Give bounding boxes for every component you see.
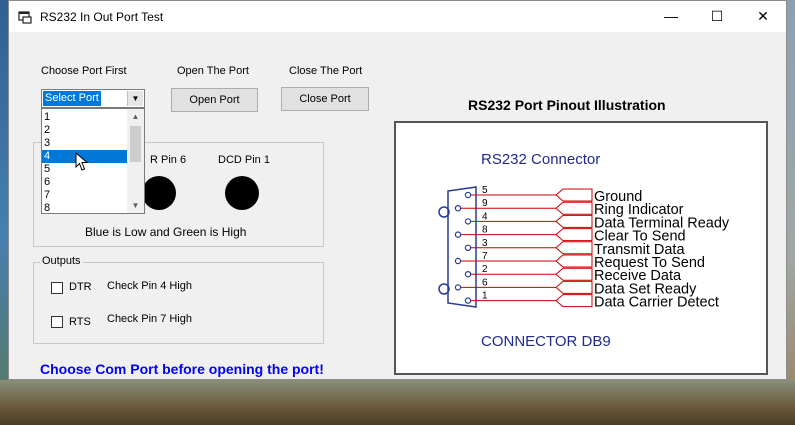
pin-number: 3 bbox=[482, 238, 488, 249]
port-option[interactable]: 3 bbox=[44, 137, 51, 149]
ri-indicator-led bbox=[142, 176, 176, 210]
minimize-button[interactable]: — bbox=[664, 8, 678, 24]
port-option[interactable]: 6 bbox=[44, 176, 51, 188]
rts-description: Check Pin 7 High bbox=[107, 313, 192, 325]
inputs-group: R Pin 6 DCD Pin 1 Blue is Low and Green … bbox=[33, 142, 324, 247]
pin-number: 5 bbox=[482, 185, 488, 196]
app-window: RS232 In Out Port Test — ☐ ✕ Choose Port… bbox=[8, 0, 787, 380]
outputs-group: Outputs DTR Check Pin 4 High RTS Check P… bbox=[33, 255, 324, 344]
pin-number: 9 bbox=[482, 198, 488, 209]
pin-number: 8 bbox=[482, 225, 488, 236]
pin-number: 4 bbox=[482, 211, 488, 222]
scrollbar-thumb[interactable] bbox=[130, 126, 141, 162]
rts-checkbox[interactable] bbox=[51, 316, 63, 328]
close-window-button[interactable]: ✕ bbox=[757, 8, 769, 24]
open-port-label: Open The Port bbox=[177, 65, 249, 77]
dropdown-scrollbar[interactable]: ▲ ▼ bbox=[127, 109, 144, 213]
status-hint: Choose Com Port before opening the port! bbox=[40, 361, 324, 377]
pinout-title: RS232 Port Pinout Illustration bbox=[468, 97, 666, 113]
pin-lead bbox=[555, 201, 593, 215]
pin-contact bbox=[464, 244, 472, 252]
pin-lead bbox=[555, 188, 593, 202]
pin-signal-label: Clear To Send bbox=[594, 229, 686, 245]
pin-contact bbox=[454, 231, 462, 238]
pin-number: 2 bbox=[482, 264, 488, 275]
title-bar: RS232 In Out Port Test — ☐ ✕ bbox=[9, 1, 786, 32]
pin-number: 1 bbox=[482, 291, 488, 302]
pin-signal-label: Receive Data bbox=[594, 268, 682, 284]
app-window-icon bbox=[18, 11, 32, 24]
pin-lead bbox=[555, 214, 593, 228]
maximize-button[interactable]: ☐ bbox=[710, 8, 724, 24]
input-pin-label-ri: R Pin 6 bbox=[150, 154, 187, 166]
choose-port-label: Choose Port First bbox=[41, 65, 127, 77]
scroll-down-icon[interactable]: ▼ bbox=[131, 201, 140, 210]
desktop-background-bottom bbox=[0, 380, 795, 425]
outputs-group-title: Outputs bbox=[40, 255, 83, 267]
port-option[interactable]: 8 bbox=[44, 202, 51, 214]
pin-signal-label: Data Carrier Detect bbox=[594, 295, 719, 311]
pin-contact bbox=[464, 191, 472, 199]
pin-lead bbox=[555, 228, 593, 242]
pin-lead bbox=[555, 267, 593, 281]
mouse-pointer-icon bbox=[75, 152, 89, 171]
pin-contact bbox=[454, 257, 462, 265]
port-select-value: Select Port bbox=[43, 91, 101, 106]
connector-footer: CONNECTOR DB9 bbox=[481, 333, 611, 350]
pin-lead bbox=[555, 280, 593, 294]
pin-number: 6 bbox=[482, 277, 488, 288]
pin-signal-label: Data Set Ready bbox=[594, 281, 697, 297]
port-option[interactable]: 5 bbox=[44, 163, 51, 175]
pin-contact bbox=[464, 218, 472, 225]
port-option[interactable]: 1 bbox=[44, 111, 51, 123]
pin-contact bbox=[464, 270, 472, 278]
open-port-button[interactable]: Open Port bbox=[171, 88, 258, 112]
pin-lead bbox=[555, 294, 593, 308]
pin-lead bbox=[555, 254, 593, 268]
close-port-label: Close The Port bbox=[289, 65, 363, 77]
pin-lead bbox=[555, 241, 593, 255]
window-title: RS232 In Out Port Test bbox=[40, 10, 164, 24]
input-pin-label-dcd: DCD Pin 1 bbox=[218, 154, 270, 166]
port-option[interactable]: 4 bbox=[42, 150, 128, 163]
pin-signal-label: Request To Send bbox=[594, 255, 705, 271]
port-select[interactable]: Select Port ▼ bbox=[41, 89, 145, 108]
pin-signal-label: Ground bbox=[594, 189, 642, 205]
dcd-indicator-led bbox=[225, 176, 259, 210]
desktop-background-right bbox=[787, 0, 795, 425]
port-option[interactable]: 2 bbox=[44, 124, 51, 136]
scroll-up-icon[interactable]: ▲ bbox=[131, 112, 140, 121]
dtr-checkbox[interactable] bbox=[51, 282, 63, 294]
pin-signal-label: Ring Indicator bbox=[594, 202, 684, 218]
port-option[interactable]: 7 bbox=[44, 189, 51, 201]
chevron-down-icon[interactable]: ▼ bbox=[127, 91, 143, 106]
dtr-label[interactable]: DTR bbox=[69, 281, 92, 293]
mounting-hole bbox=[438, 206, 450, 218]
connector-title: RS232 Connector bbox=[481, 151, 600, 168]
pin-number: 7 bbox=[482, 251, 488, 262]
pin-contact bbox=[454, 204, 462, 212]
connector-shell bbox=[447, 186, 477, 308]
pin-signal-label: Transmit Data bbox=[594, 242, 685, 258]
pin-signal-label: Data Terminal Ready bbox=[594, 215, 730, 231]
pin-contact bbox=[464, 297, 472, 304]
led-legend-note: Blue is Low and Green is High bbox=[85, 225, 247, 239]
rts-label[interactable]: RTS bbox=[69, 316, 91, 328]
desktop-background-left bbox=[0, 0, 8, 425]
close-port-button[interactable]: Close Port bbox=[281, 87, 369, 111]
pin-contact bbox=[454, 284, 462, 291]
mounting-hole bbox=[438, 283, 450, 295]
dtr-description: Check Pin 4 High bbox=[107, 280, 192, 292]
